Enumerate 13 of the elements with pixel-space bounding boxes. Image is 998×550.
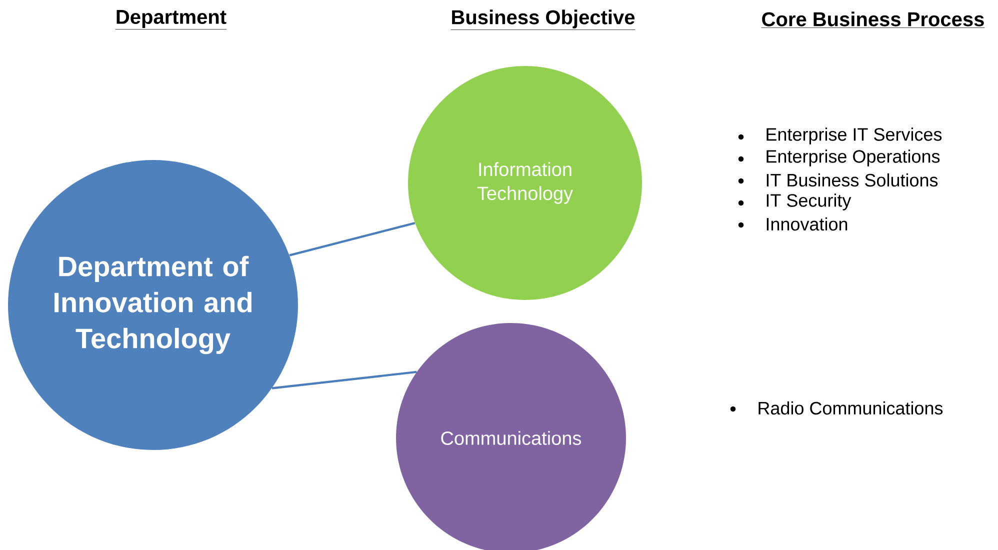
bullet-item: Enterprise IT Services: [738, 128, 942, 144]
bullet-item: IT Business Solutions: [738, 173, 938, 187]
column-heading: Core Business Process: [761, 12, 985, 28]
bullet-item: IT Security: [738, 194, 852, 210]
connector-line: [272, 370, 417, 390]
column-heading: Business Objective: [450, 10, 636, 30]
connector-line: [289, 222, 416, 256]
bullet-item: Enterprise Operations: [738, 150, 940, 166]
bullet-item: Radio Communications: [730, 401, 943, 415]
circle-node: Information Technology: [408, 66, 642, 300]
circle-node: Department of Innovation and Technology: [8, 160, 298, 450]
column-heading: Department: [115, 10, 227, 30]
bullet-item: Innovation: [738, 217, 848, 231]
